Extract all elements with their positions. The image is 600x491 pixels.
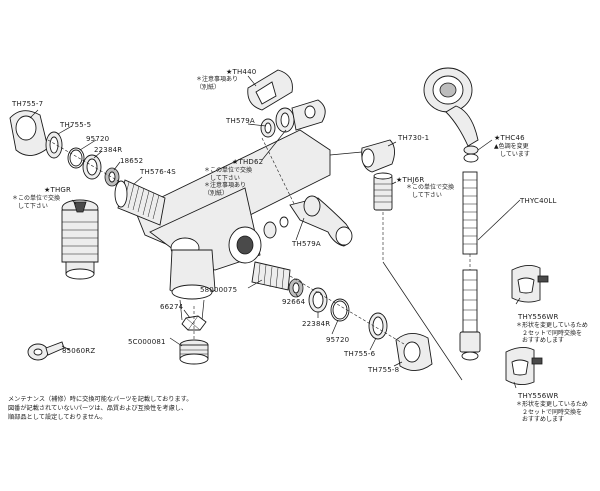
note-thc46: ▲色調を変更 しています <box>494 143 530 158</box>
handle-th755-7 <box>9 110 49 156</box>
ring-thc46 <box>463 145 479 163</box>
label-95720-top: 95720 <box>86 135 110 143</box>
label-thj6r: ★THJ6R <box>396 176 425 184</box>
label-th579a-bot: TH579A <box>292 240 321 248</box>
ring-22384r-top <box>82 154 102 180</box>
washer-18652 <box>104 167 120 187</box>
arm-thd62 <box>261 99 326 217</box>
label-thyc40ll: THYC40LL <box>520 197 557 205</box>
note-th440: ＊注意事項あり （別紙） <box>196 76 239 91</box>
label-thd62: ★THD62 <box>232 158 264 166</box>
hook-th440 <box>247 69 293 111</box>
label-85060rz: 85060RZ <box>62 347 96 355</box>
label-thc46: ★THC46 <box>494 134 525 142</box>
shower-head <box>423 67 479 147</box>
aerator-5c000081 <box>179 339 209 365</box>
label-22384r-top: 22384R <box>94 146 123 154</box>
label-5c000081: 5C000081 <box>128 338 166 346</box>
note-thy556wr-1: ＊形状を変更しているため ２セットで同時交換を おすすめします <box>516 322 588 344</box>
label-th440: ★TH440 <box>226 68 257 76</box>
label-thy556wr-1: THY556WR <box>518 313 559 321</box>
key-85060rz <box>27 341 65 361</box>
label-thgr: ★THGR <box>44 186 72 194</box>
footer-line-3: 順部品として設定しておりません。 <box>8 414 107 421</box>
holder-thy556wr-1 <box>511 265 549 303</box>
valve-body <box>134 129 331 321</box>
label-22384r-bot: 22384R <box>302 320 331 328</box>
leader-lines <box>29 75 521 389</box>
ring-22384r-bot <box>308 287 328 313</box>
note-thd62: ＊この単位で交換 して下さい ＊注意事項あり （別紙） <box>204 167 253 197</box>
label-th755-5: TH755-5 <box>60 121 92 129</box>
handle-th755-8 <box>395 333 433 371</box>
elbow-th730-1 <box>361 139 395 173</box>
fitting-thj6r <box>373 172 393 211</box>
label-18652: 18652 <box>120 157 144 165</box>
note-thj6r: ＊この単位で交換 して下さい <box>406 184 455 199</box>
label-66274: 66274 <box>160 303 184 311</box>
note-thy556wr-2: ＊形状を変更しているため ２セットで同時交換を おすすめします <box>516 401 588 423</box>
label-92664: 92664 <box>282 298 306 306</box>
label-58000075: 58000075 <box>200 286 238 294</box>
hose-thyc40ll <box>459 171 481 361</box>
holder-thy556wr-2 <box>505 347 543 385</box>
label-95720-bot: 95720 <box>326 336 350 344</box>
label-th730-1: TH730-1 <box>398 134 430 142</box>
cartridge-58000075 <box>251 261 291 291</box>
cartridge-th576-4s <box>114 179 166 226</box>
label-th755-8: TH755-8 <box>368 366 400 374</box>
oring-95720-top <box>67 147 85 169</box>
arm-th579a-bot <box>263 195 353 247</box>
label-th576-4s: TH576-4S <box>140 168 176 176</box>
footer-line-2: 図番が記載されていないパーツは、品質および互換性を考慮し、 <box>8 405 188 412</box>
label-th579a-top: TH579A <box>226 117 255 125</box>
footer-line-1: メンテナンス（補修）時に交換可能なパーツを記載しております。 <box>8 396 193 403</box>
label-th755-7: TH755-7 <box>12 100 44 108</box>
cartridge-thgr <box>61 199 99 280</box>
note-thgr: ＊この単位で交換 して下さい <box>12 195 61 210</box>
ring-th755-5 <box>45 131 63 159</box>
ring-th755-6 <box>368 312 388 340</box>
washer-92664 <box>288 278 304 298</box>
oring-95720-bot <box>330 298 350 322</box>
label-thy556wr-2: THY556WR <box>518 392 559 400</box>
label-th755-6: TH755-6 <box>344 350 376 358</box>
fitting-th579a-top <box>260 107 295 138</box>
